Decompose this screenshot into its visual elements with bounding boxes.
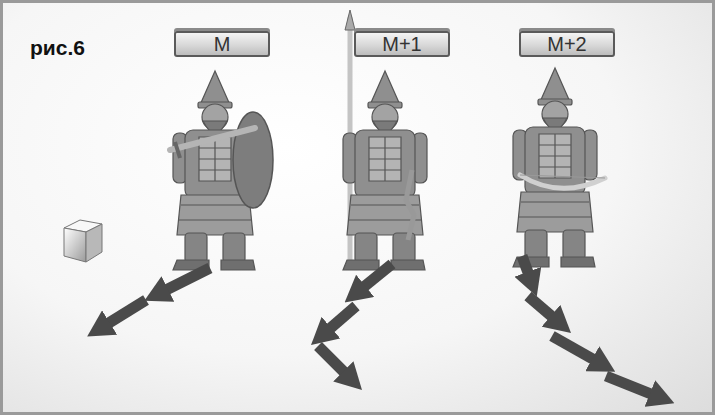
label-plate: M+2 — [519, 31, 615, 57]
plate-label: M+2 — [547, 34, 586, 54]
plate-label: M — [214, 34, 231, 54]
label-plate: M+1 — [354, 31, 450, 57]
plate-label: M+1 — [382, 34, 421, 54]
trajectory-arrows — [104, 256, 656, 396]
archer-figure — [513, 68, 605, 267]
figure-title: рис.6 — [30, 36, 85, 60]
die — [64, 220, 102, 262]
label-plate: M — [174, 31, 270, 57]
swordsman-figure — [170, 71, 273, 270]
